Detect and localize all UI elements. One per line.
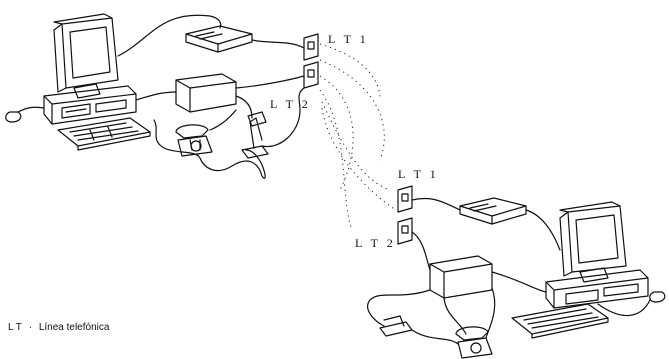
handset-icon <box>241 111 269 159</box>
telephone-icon <box>455 326 493 359</box>
label-lt2-top: L T 2 <box>270 97 311 111</box>
modem-icon <box>459 197 527 225</box>
handset-icon <box>379 315 413 337</box>
label-lt1-top: L T 1 <box>328 32 369 46</box>
wall-jack-icon <box>397 185 413 245</box>
modem-icon <box>185 25 253 53</box>
mouse-icon <box>649 291 666 303</box>
label-lt2-bottom: L T 2 <box>355 236 396 250</box>
acoustic-coupler-icon <box>429 255 493 299</box>
computer-icon <box>43 13 137 125</box>
legend-separator: · <box>28 322 33 333</box>
keyboard-icon <box>57 117 151 151</box>
wall-jack-icon <box>303 33 319 89</box>
mouse-icon <box>5 106 45 123</box>
telephone-icon <box>175 124 213 157</box>
legend: L T · Línea telefónica <box>8 322 113 333</box>
acoustic-coupler-icon <box>175 73 237 113</box>
keyboard-icon <box>511 303 609 339</box>
legend-text: Línea telefónica <box>38 322 110 333</box>
computer-icon <box>545 201 649 309</box>
legend-abbrev: L T <box>8 322 22 333</box>
label-lt1-bottom: L T 1 <box>398 167 439 181</box>
